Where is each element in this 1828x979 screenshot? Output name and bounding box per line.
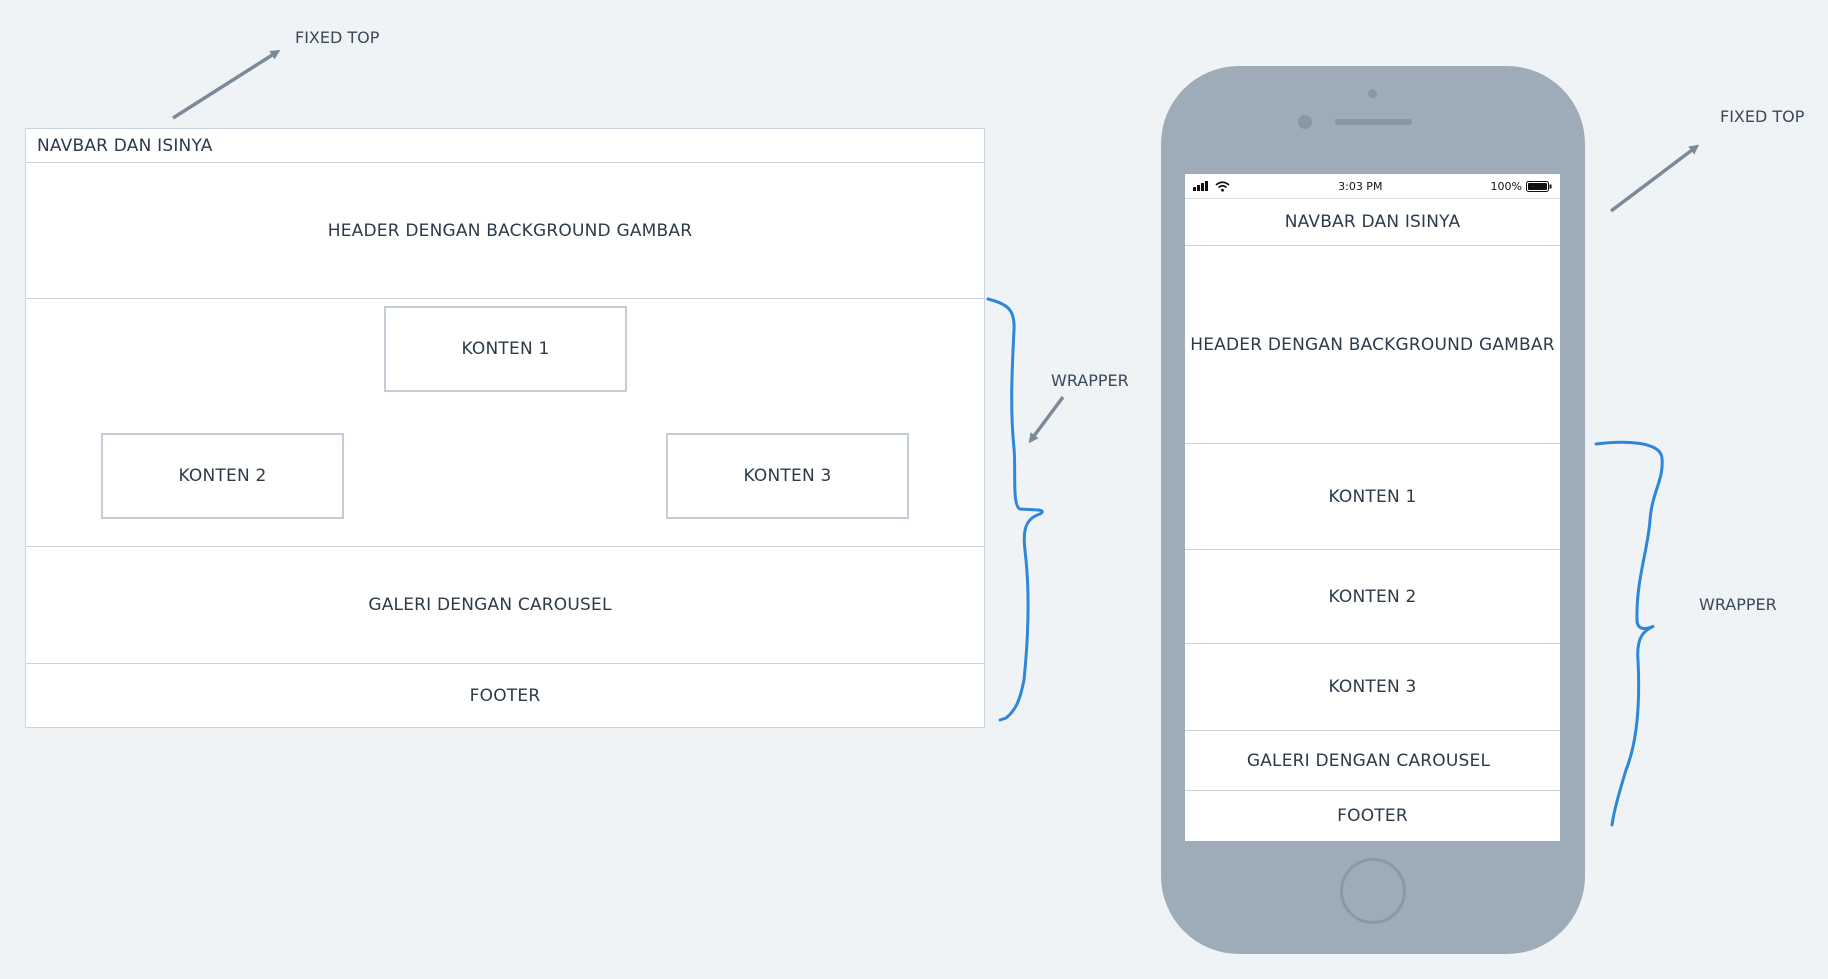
phone-status-bar: 3:03 PM 100% xyxy=(1185,174,1560,199)
arrow-icon xyxy=(1609,144,1700,213)
camera-icon xyxy=(1298,115,1312,129)
desktop-konten-2: KONTEN 2 xyxy=(101,433,344,519)
battery-icon xyxy=(1526,180,1552,192)
desktop-fixed-top-note: FIXED TOP xyxy=(295,28,380,47)
desktop-header: HEADER DENGAN BACKGROUND GAMBAR xyxy=(25,162,985,299)
status-time: 3:03 PM xyxy=(1338,179,1383,193)
mobile-navbar-label: NAVBAR DAN ISINYA xyxy=(1284,212,1461,232)
status-battery-percent: 100% xyxy=(1490,179,1522,193)
speaker-icon xyxy=(1335,119,1412,125)
desktop-konten-2-label: KONTEN 2 xyxy=(178,466,267,486)
wrapper-bracket-mobile xyxy=(1594,440,1664,827)
mobile-konten-3-label: KONTEN 3 xyxy=(1328,677,1417,697)
mobile-fixed-top-note: FIXED TOP xyxy=(1720,107,1805,126)
desktop-wrapper-note: WRAPPER xyxy=(1051,371,1129,390)
desktop-galeri: GALERI DENGAN CAROUSEL xyxy=(25,546,985,664)
desktop-konten-3: KONTEN 3 xyxy=(666,433,909,519)
mobile-konten-2: KONTEN 2 xyxy=(1185,550,1560,644)
desktop-footer-label: FOOTER xyxy=(469,685,541,706)
wifi-icon xyxy=(1215,180,1230,192)
desktop-footer: FOOTER xyxy=(25,663,985,728)
desktop-konten-3-label: KONTEN 3 xyxy=(743,466,832,486)
arrow-icon xyxy=(1028,395,1065,444)
sensor-dot xyxy=(1368,89,1377,98)
desktop-konten-1-label: KONTEN 1 xyxy=(461,339,550,359)
mobile-navbar: NAVBAR DAN ISINYA xyxy=(1185,199,1560,246)
desktop-navbar: NAVBAR DAN ISINYA xyxy=(25,128,985,163)
desktop-navbar-label: NAVBAR DAN ISINYA xyxy=(37,135,213,156)
mobile-konten-2-label: KONTEN 2 xyxy=(1328,586,1417,607)
desktop-header-label: HEADER DENGAN BACKGROUND GAMBAR xyxy=(327,220,693,241)
mobile-footer-label: FOOTER xyxy=(1337,806,1408,826)
desktop-konten-1: KONTEN 1 xyxy=(384,306,627,392)
mobile-konten-3: KONTEN 3 xyxy=(1185,644,1560,731)
mobile-header-label: HEADER DENGAN BACKGROUND GAMBAR xyxy=(1190,334,1555,355)
arrow-icon xyxy=(172,49,281,120)
home-button-icon[interactable] xyxy=(1340,858,1406,924)
mobile-header: HEADER DENGAN BACKGROUND GAMBAR xyxy=(1185,246,1560,444)
desktop-galeri-label: GALERI DENGAN CAROUSEL xyxy=(368,595,612,615)
mobile-footer: FOOTER xyxy=(1185,791,1560,841)
mobile-galeri: GALERI DENGAN CAROUSEL xyxy=(1185,731,1560,791)
wrapper-bracket-desktop xyxy=(986,297,1044,722)
mobile-konten-1-label: KONTEN 1 xyxy=(1328,486,1417,507)
mobile-galeri-label: GALERI DENGAN CAROUSEL xyxy=(1246,750,1491,771)
signal-icon xyxy=(1193,181,1208,191)
mobile-wrapper-note: WRAPPER xyxy=(1699,595,1777,614)
mobile-konten-1: KONTEN 1 xyxy=(1185,444,1560,550)
